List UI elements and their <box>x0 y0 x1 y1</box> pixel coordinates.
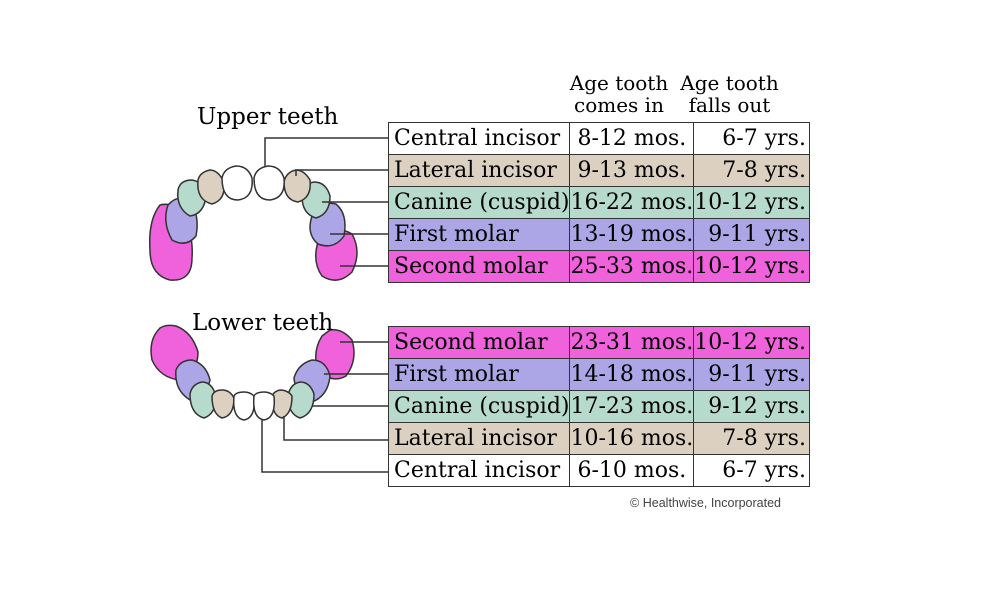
age-comes-in: 9-13 mos. <box>569 154 695 187</box>
age-comes-in: 23-31 mos. <box>569 326 695 359</box>
age-comes-in: 16-22 mos. <box>569 186 695 219</box>
age-comes-in: 6-10 mos. <box>569 454 695 487</box>
tooth-name: Second molar <box>387 326 571 359</box>
age-falls-out: 9-11 yrs. <box>693 358 810 391</box>
falls-out-header-line2: falls out <box>688 93 771 117</box>
tooth-name: Canine (cuspid) <box>387 186 571 219</box>
tooth-name: Central incisor <box>387 454 571 487</box>
comes-in-header: Age tooth comes in <box>560 72 678 116</box>
upper-teeth-title: Upper teeth <box>197 104 339 130</box>
lower-leader-lines <box>261 341 388 473</box>
table-row: Second molar 25-33 mos. 10-12 yrs. <box>387 250 810 283</box>
table-row: Central incisor 8-12 mos. 6-7 yrs. <box>387 122 810 155</box>
table-row: First molar 14-18 mos. 9-11 yrs. <box>387 358 810 391</box>
age-comes-in: 10-16 mos. <box>569 422 695 455</box>
age-comes-in: 17-23 mos. <box>569 390 695 423</box>
age-falls-out: 10-12 yrs. <box>693 250 810 283</box>
age-comes-in: 25-33 mos. <box>569 250 695 283</box>
tooth-name: First molar <box>387 218 571 251</box>
age-falls-out: 7-8 yrs. <box>693 154 810 187</box>
falls-out-header-line1: Age tooth <box>680 71 779 95</box>
tooth-name: Canine (cuspid) <box>387 390 571 423</box>
tooth-name: Lateral incisor <box>387 422 571 455</box>
falls-out-header: Age tooth falls out <box>678 72 781 116</box>
age-falls-out: 9-12 yrs. <box>693 390 810 423</box>
copyright-notice: © Healthwise, Incorporated <box>630 496 781 510</box>
table-row: Lateral incisor 9-13 mos. 7-8 yrs. <box>387 154 810 187</box>
comes-in-header-line2: comes in <box>574 93 664 117</box>
table-row: First molar 13-19 mos. 9-11 yrs. <box>387 218 810 251</box>
age-falls-out: 6-7 yrs. <box>693 454 810 487</box>
age-comes-in: 13-19 mos. <box>569 218 695 251</box>
upper-teeth-table: Central incisor 8-12 mos. 6-7 yrs. Later… <box>387 122 810 283</box>
table-row: Canine (cuspid) 16-22 mos. 10-12 yrs. <box>387 186 810 219</box>
age-falls-out: 10-12 yrs. <box>693 326 810 359</box>
tooth-name: Central incisor <box>387 122 571 155</box>
tooth-name: First molar <box>387 358 571 391</box>
lower-teeth-table: Second molar 23-31 mos. 10-12 yrs. First… <box>387 326 810 487</box>
age-falls-out: 9-11 yrs. <box>693 218 810 251</box>
age-falls-out: 7-8 yrs. <box>693 422 810 455</box>
upper-leader-lines <box>264 137 388 267</box>
age-falls-out: 6-7 yrs. <box>693 122 810 155</box>
age-comes-in: 14-18 mos. <box>569 358 695 391</box>
lower-jaw-illustration <box>150 324 355 421</box>
tooth-name: Lateral incisor <box>387 154 571 187</box>
comes-in-header-line1: Age tooth <box>569 71 669 95</box>
table-row: Lateral incisor 10-16 mos. 7-8 yrs. <box>387 422 810 455</box>
lower-teeth-title: Lower teeth <box>192 310 334 336</box>
table-row: Canine (cuspid) 17-23 mos. 9-12 yrs. <box>387 390 810 423</box>
upper-jaw-illustration <box>148 165 358 281</box>
tooth-name: Second molar <box>387 250 571 283</box>
table-row: Second molar 23-31 mos. 10-12 yrs. <box>387 326 810 359</box>
age-comes-in: 8-12 mos. <box>569 122 695 155</box>
table-row: Central incisor 6-10 mos. 6-7 yrs. <box>387 454 810 487</box>
age-falls-out: 10-12 yrs. <box>693 186 810 219</box>
